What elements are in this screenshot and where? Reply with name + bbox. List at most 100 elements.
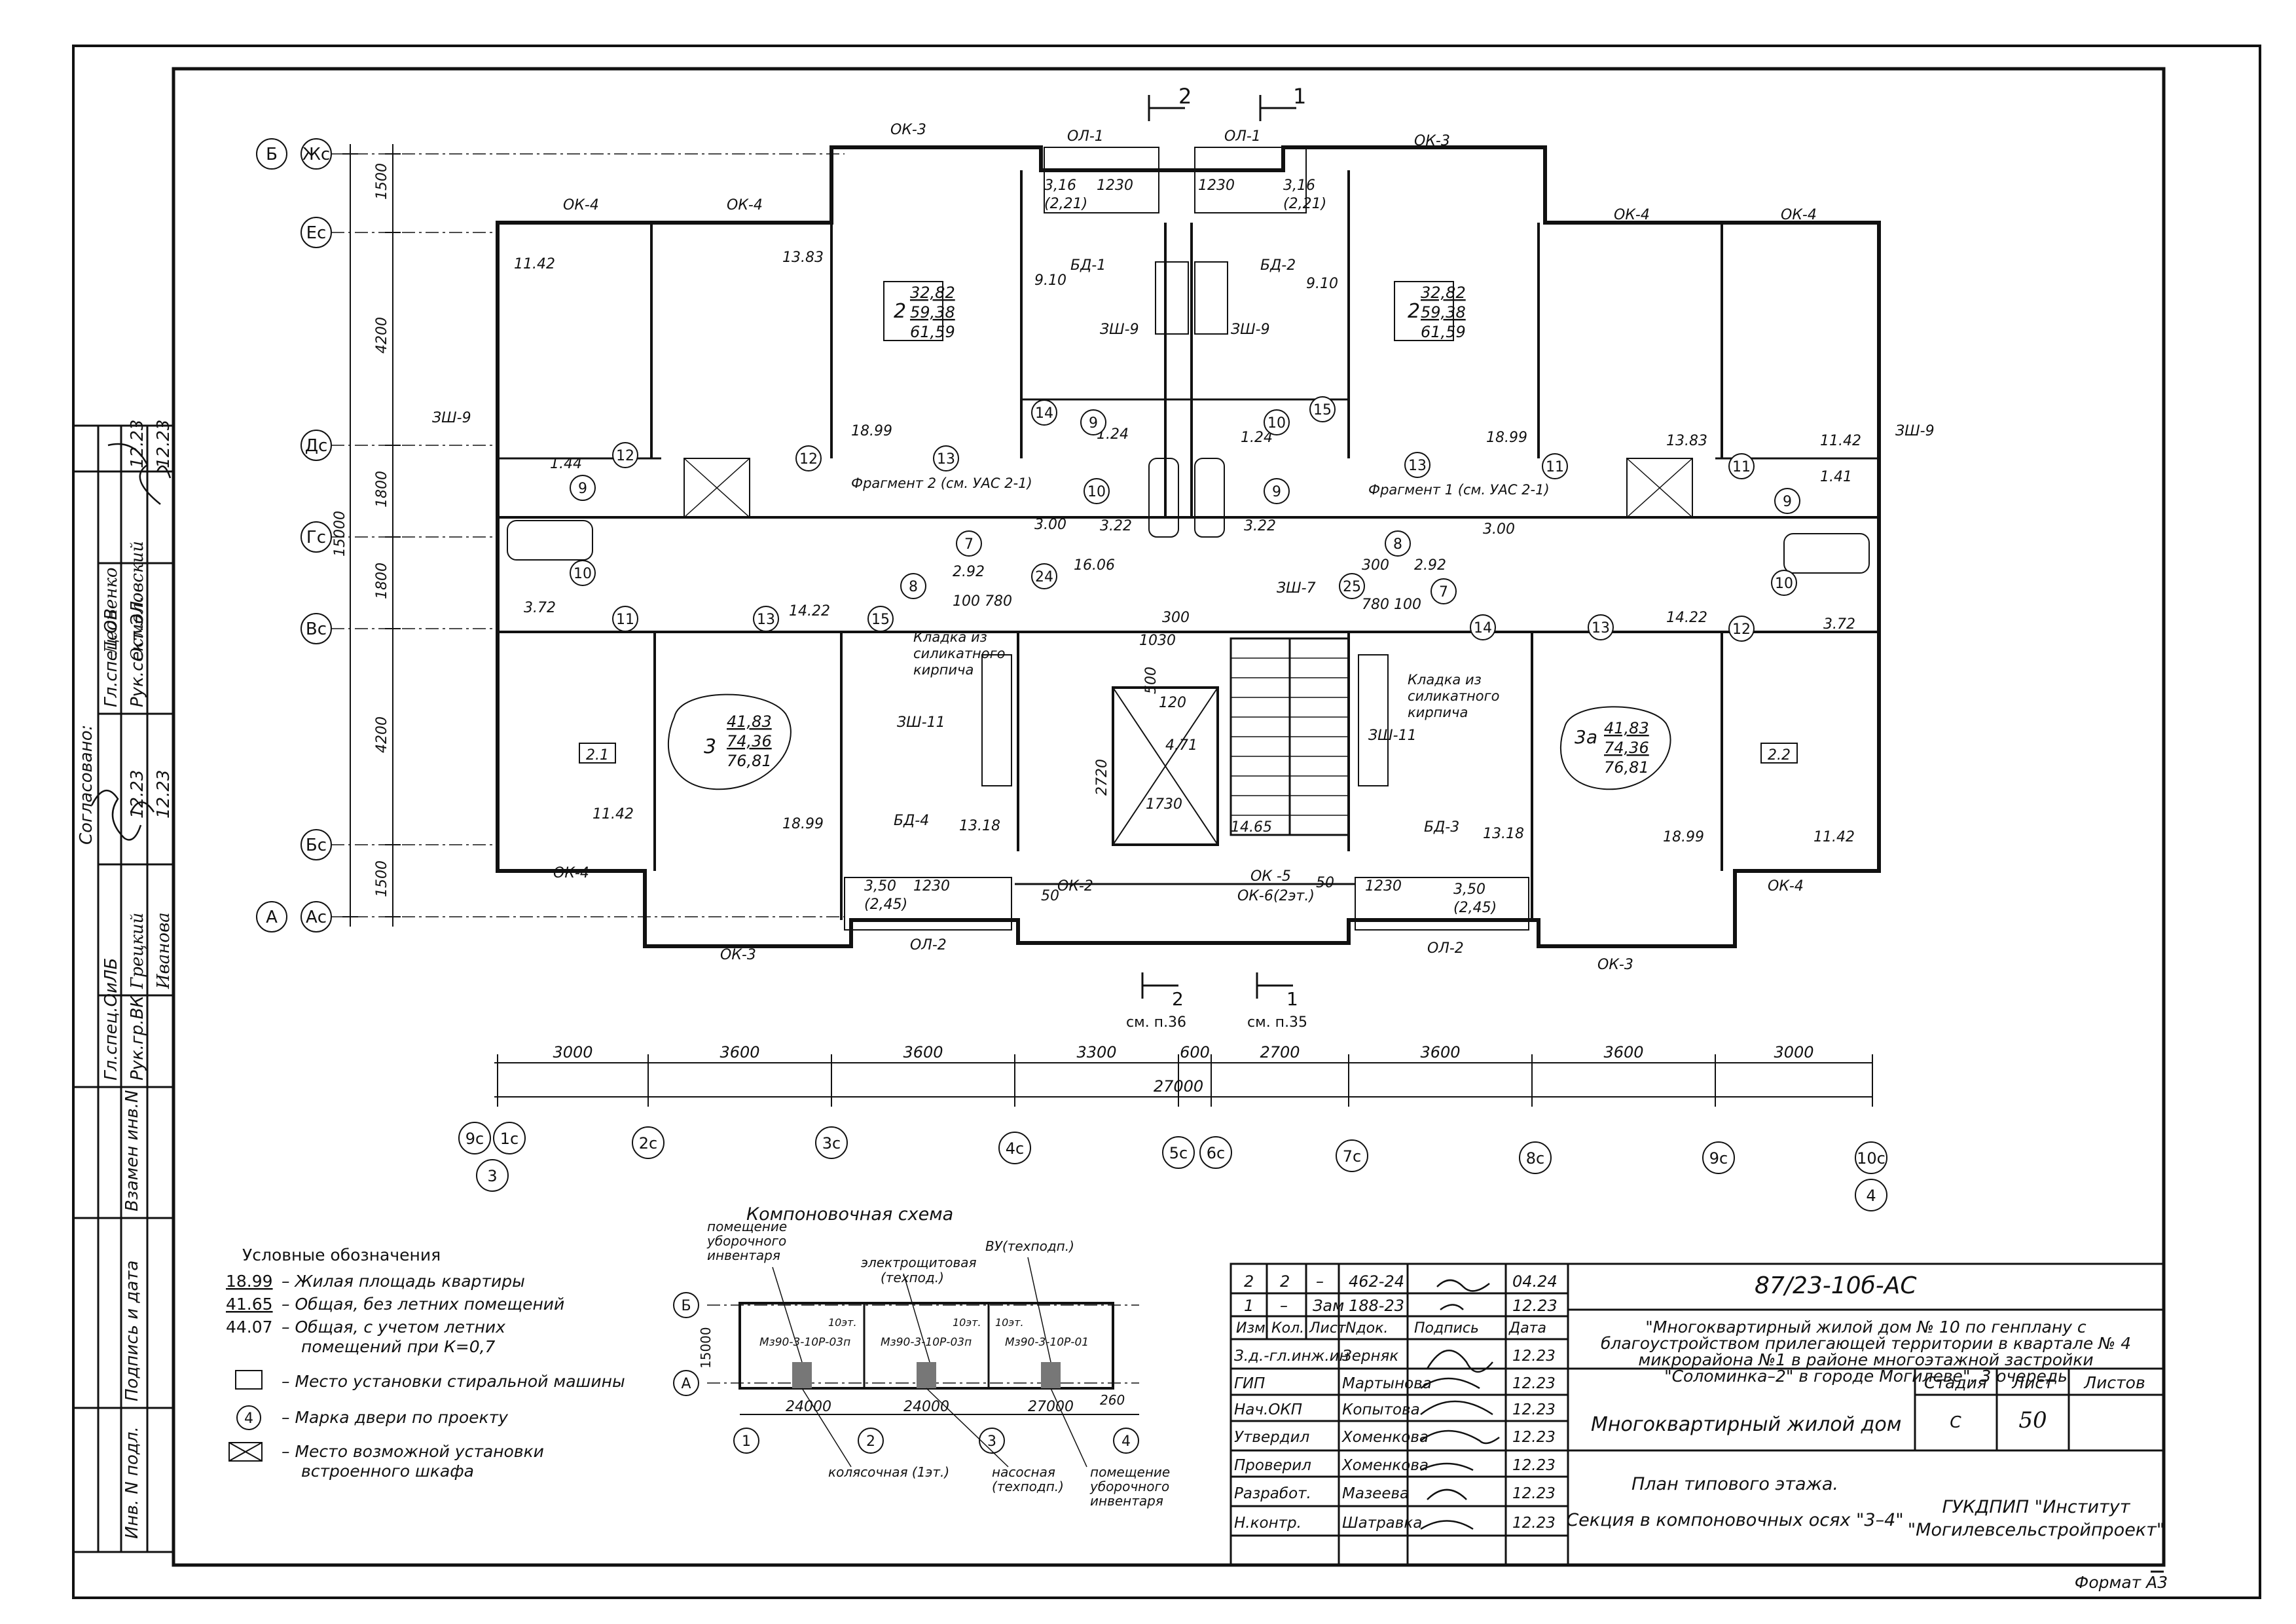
axis-bubble-3: 3 — [487, 1167, 497, 1185]
note-masonry-r1: Кладка из — [1408, 672, 1482, 688]
door-13-d: 13 — [1592, 620, 1610, 637]
note-frag1: Фрагмент 1 (см. УАС 2-1) — [1368, 482, 1550, 498]
door-14-b: 14 — [1474, 620, 1492, 637]
stamp-inv-podl: Инв. N подл. — [122, 1426, 142, 1539]
cut-bottom-1: 1 — [1286, 988, 1298, 1010]
svg-text:помещение: помещение — [707, 1219, 787, 1234]
zsh11-left: ЗШ-11 — [897, 714, 945, 731]
area-322-r: 3.22 — [1244, 518, 1276, 534]
door-24: 24 — [1035, 569, 1053, 585]
dim-1030: 1030 — [1139, 633, 1176, 649]
win-ok3-bl: ОК-3 — [720, 947, 756, 963]
svg-text:помещений при К=0,7: помещений при К=0,7 — [301, 1337, 496, 1356]
dim-left-total: 15000 — [332, 511, 348, 557]
win-ok6: ОК-6(2эт.) — [1237, 888, 1315, 904]
svg-text:76,81: 76,81 — [1604, 758, 1649, 777]
win-ol2-r: ОЛ-2 — [1427, 940, 1464, 957]
dim-left-6: 1500 — [374, 860, 390, 897]
stamp-name-4: Иванова — [154, 912, 173, 989]
stamp-role-4: Рук.гр.ВК — [128, 995, 147, 1080]
svg-text:– Общая, с учетом летних: – Общая, с учетом летних — [282, 1318, 505, 1337]
dim-bottom-4: 3300 — [1076, 1043, 1116, 1061]
area-1318-r: 13.18 — [1483, 826, 1524, 842]
tb-sheets-header: Листов — [2083, 1373, 2145, 1392]
win-ok4-bl: ОК-4 — [553, 865, 589, 881]
door-9-c: 9 — [1783, 494, 1792, 510]
floor-plan — [496, 145, 1881, 948]
dim-1730: 1730 — [1146, 796, 1182, 813]
staff-4-date: 12.23 — [1512, 1429, 1556, 1446]
stamp-replace: Взамен инв.N — [122, 1090, 142, 1211]
area-910-l: 9.10 — [1034, 272, 1066, 289]
staff-2-name: Мартынова — [1342, 1375, 1432, 1392]
note-masonry-l2: силикатного — [913, 646, 1006, 661]
area-141: 1.41 — [1820, 469, 1852, 485]
tb-stage-header: Стадия — [1924, 1373, 1987, 1392]
stamp-name-1: Леоненко — [101, 567, 121, 656]
axis-bubble-4: 4 — [1866, 1187, 1876, 1205]
door-13-a: 13 — [937, 451, 955, 468]
door-7-b: 7 — [1439, 584, 1448, 600]
tb-sheet-header: Лист — [2011, 1373, 2054, 1392]
tb-format: Формат А3 — [2075, 1573, 2168, 1592]
tb-stage-value: С — [1950, 1412, 1961, 1431]
dim-500: 500 — [1143, 667, 1159, 694]
balcony-bot-l-2: (2,45) — [864, 896, 907, 913]
hdr-sign: Подпись — [1414, 1320, 1479, 1337]
rev-1-doc: 462-24 — [1349, 1272, 1404, 1291]
left-approval-stamp — [72, 424, 175, 1553]
axis-zhs: Жс — [302, 145, 330, 164]
svg-text:4: 4 — [1121, 1433, 1131, 1450]
axis-es: Ес — [306, 223, 327, 243]
stamp-name-3: Грецкий — [128, 913, 147, 989]
staff-6-role: Разработ. — [1234, 1485, 1311, 1502]
svg-text:помещение: помещение — [1090, 1464, 1170, 1480]
svg-text:76,81: 76,81 — [727, 752, 772, 770]
rev-1-kol: 2 — [1280, 1272, 1290, 1291]
win-ok5: ОК -5 — [1250, 868, 1291, 885]
svg-text:3: 3 — [987, 1433, 996, 1450]
svg-text:инвентаря: инвентаря — [707, 1247, 780, 1263]
dim-bottom-7: 3600 — [1420, 1043, 1460, 1061]
svg-text:2: 2 — [866, 1433, 875, 1450]
note-masonry-l1: Кладка из — [913, 629, 987, 645]
svg-text:Б: Б — [681, 1298, 691, 1314]
tb-code: 87/23-10б-АС — [1755, 1272, 1917, 1299]
dim-2720: 2720 — [1094, 759, 1110, 796]
stamp-role-3: Гл.спец.ОиЛБ — [101, 958, 121, 1080]
dim-left-3: 1800 — [374, 471, 390, 507]
note-frag2: Фрагмент 2 (см. УАС 2-1) — [851, 475, 1032, 491]
rev-1-list: – — [1316, 1272, 1324, 1291]
signature-scribbles — [90, 443, 172, 841]
door-7-a: 7 — [964, 536, 974, 553]
svg-text:А: А — [681, 1376, 691, 1392]
dim-bottom-8: 3600 — [1603, 1043, 1643, 1061]
door-11-a: 11 — [1546, 459, 1564, 475]
dim-bottom-3: 3600 — [903, 1043, 943, 1061]
row-axis-lines — [331, 153, 845, 917]
dim-1230-br: 1230 — [1365, 878, 1402, 895]
svg-text:– Марка двери по проекту: – Марка двери по проекту — [282, 1408, 509, 1427]
stamp-role-1: Гл.спец.ОВ — [101, 608, 121, 707]
win-bd4: БД-4 — [894, 813, 929, 829]
dim-1230-tr: 1230 — [1198, 177, 1235, 194]
svg-text:59,38: 59,38 — [1421, 303, 1466, 322]
tb-org-1: ГУКДПИП "Институт — [1942, 1497, 2131, 1517]
door-11-c: 11 — [616, 612, 634, 628]
area-1383-tl: 13.83 — [782, 249, 824, 266]
door-12-b: 12 — [799, 451, 818, 468]
svg-text:2.2: 2.2 — [1768, 747, 1791, 764]
area-1142-tr: 11.42 — [1820, 433, 1861, 449]
tb-building: Многоквартирный жилой дом — [1591, 1413, 1901, 1436]
area-1142-br: 11.42 — [1813, 829, 1855, 845]
door-14-a: 14 — [1035, 405, 1053, 422]
balcony-bot-r: 3,50 — [1453, 881, 1485, 898]
door-12-a: 12 — [616, 448, 634, 464]
svg-text:(техподп.): (техподп.) — [992, 1479, 1064, 1494]
balcony-top-r-2: (2,21) — [1283, 196, 1326, 212]
svg-text:260: 260 — [1100, 1392, 1125, 1408]
rev-1-date: 04.24 — [1512, 1272, 1558, 1291]
column-axes — [458, 1122, 1887, 1211]
area-471: 4.71 — [1165, 737, 1197, 754]
win-ok4-2: ОК-4 — [727, 197, 763, 213]
